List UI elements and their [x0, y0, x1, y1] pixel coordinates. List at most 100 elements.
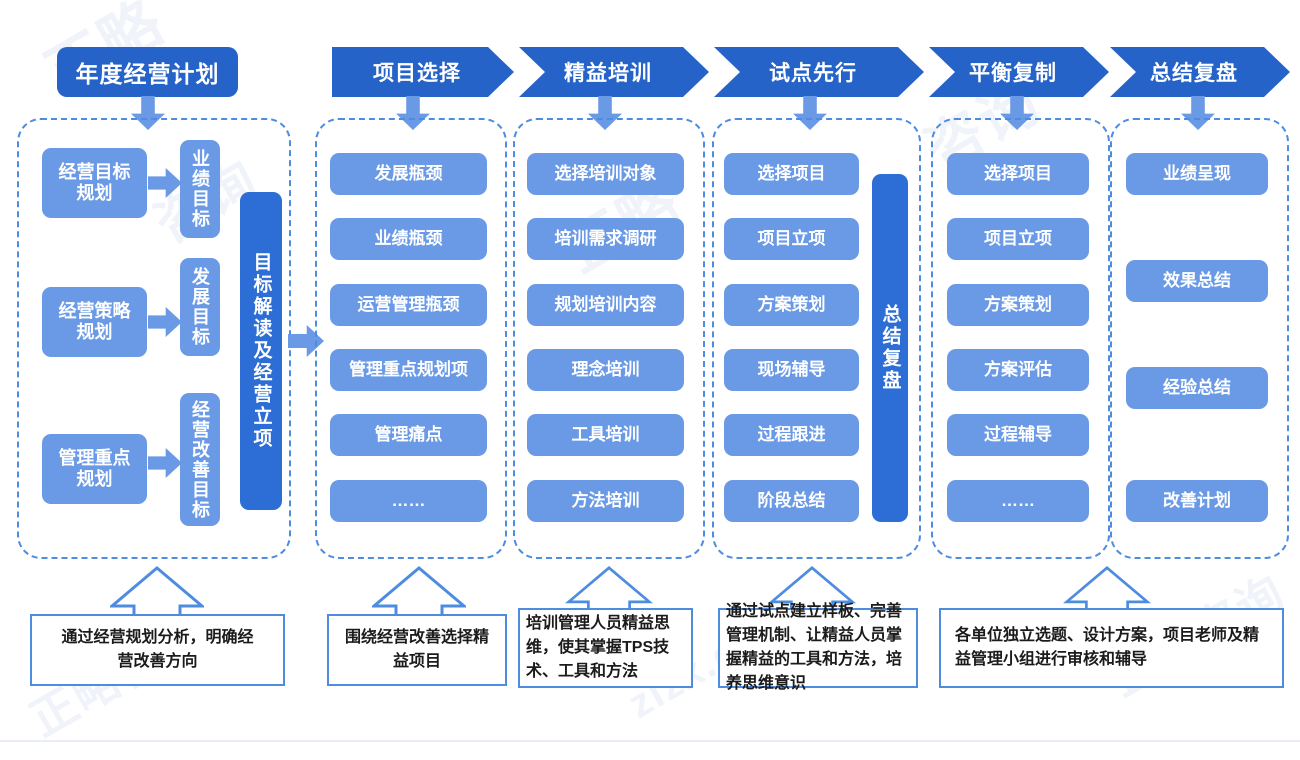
- pill-5-4[interactable]: 方案评估: [947, 349, 1089, 391]
- page-title-label: 年度经营计划: [75, 61, 220, 87]
- down-arrow-icon-1: [131, 96, 165, 130]
- pill-label: 方案策划: [984, 295, 1052, 315]
- arrow-right-icon-1-2: [148, 307, 182, 337]
- pill-6-3[interactable]: 经验总结: [1126, 367, 1268, 409]
- pill-3-5[interactable]: 工具培训: [527, 414, 684, 456]
- pill-label: 阶段总结: [757, 491, 826, 511]
- stage-chevron-4[interactable]: 平衡复制: [929, 47, 1109, 97]
- column-project-selection: [315, 118, 507, 559]
- pill-3-3[interactable]: 规划培训内容: [527, 284, 684, 326]
- side-bar-goal-interpretation[interactable]: 目标解读及经营立项: [240, 192, 282, 510]
- pill-label: 培训需求调研: [554, 229, 657, 249]
- pill-6-4[interactable]: 改善计划: [1126, 480, 1268, 522]
- side-bar-label: 目标解读及经营立项: [250, 252, 272, 450]
- column-lean-training: [513, 118, 705, 559]
- pill-label: 过程跟进: [757, 425, 826, 445]
- stage-label-2: 精益培训: [564, 62, 652, 85]
- arrow-right-icon-col1-col2: [288, 325, 324, 357]
- column-balanced-replication: [931, 118, 1110, 559]
- bottom-divider: [0, 740, 1300, 742]
- pill-5-1[interactable]: 选择项目: [947, 153, 1089, 195]
- pill-2-4[interactable]: 管理重点规划项: [330, 349, 487, 391]
- stage-label-3: 试点先行: [769, 62, 857, 85]
- pill-2-5[interactable]: 管理痛点: [330, 414, 487, 456]
- pill-3-1[interactable]: 选择培训对象: [527, 153, 684, 195]
- caption-pilot-first: 通过试点建立样板、完善管理机制、让精益人员掌握精益的工具和方法，培养思维意识: [718, 603, 918, 692]
- pill-4-3[interactable]: 方案策划: [724, 284, 859, 326]
- pill-2-2[interactable]: 业绩瓶颈: [330, 218, 487, 260]
- stage-label-4: 平衡复制: [969, 62, 1057, 85]
- pill-label: 运营管理瓶颈: [357, 295, 460, 315]
- page-title: 年度经营计划: [57, 47, 238, 97]
- pill-label: 方案评估: [984, 360, 1052, 380]
- pill-label: 业绩瓶颈: [374, 229, 443, 249]
- pill-4-4[interactable]: 现场辅导: [724, 349, 859, 391]
- pill-label: 经营策略规划: [58, 301, 131, 342]
- pill-label: 选择项目: [984, 164, 1052, 184]
- pill-label: 发展目标: [190, 267, 210, 347]
- down-arrow-icon-4: [793, 96, 827, 130]
- caption-text: 通过试点建立样板、完善管理机制、让精益人员掌握精益的工具和方法，培养思维意识: [726, 603, 903, 692]
- stage-chevron-5[interactable]: 总结复盘: [1110, 47, 1290, 97]
- pill-6-2[interactable]: 效果总结: [1126, 260, 1268, 302]
- stage-chevron-2[interactable]: 精益培训: [519, 47, 709, 97]
- pill-label: 经营改善目标: [190, 399, 210, 520]
- pill-5-6[interactable]: ……: [947, 480, 1089, 522]
- pill-4-6[interactable]: 阶段总结: [724, 480, 859, 522]
- pill-source-1-1[interactable]: 经营目标规划: [42, 148, 147, 218]
- pill-4-2[interactable]: 项目立项: [724, 218, 859, 260]
- side-bar-summary-review[interactable]: 总结复盘: [872, 174, 908, 522]
- pill-label: 改善计划: [1163, 491, 1231, 511]
- down-arrow-icon-2: [396, 96, 430, 130]
- pill-label: 效果总结: [1163, 271, 1231, 291]
- stage-label-5: 总结复盘: [1150, 62, 1238, 85]
- caption-replication-summary: 各单位独立选题、设计方案，项目老师及精益管理小组进行审核和辅导: [939, 608, 1284, 688]
- pill-2-6[interactable]: ……: [330, 480, 487, 522]
- caption-text: 各单位独立选题、设计方案，项目老师及精益管理小组进行审核和辅导: [955, 627, 1260, 668]
- caption-annual-plan: 通过经营规划分析，明确经营改善方向: [30, 614, 285, 686]
- pill-source-1-2[interactable]: 经营策略规划: [42, 287, 147, 357]
- pill-label: 管理痛点: [374, 425, 443, 445]
- pill-label: 管理重点规划项: [349, 360, 468, 380]
- pill-label: 业绩目标: [190, 149, 210, 229]
- down-arrow-icon-6: [1181, 96, 1215, 130]
- pill-label: 选择培训对象: [554, 164, 657, 184]
- pill-3-2[interactable]: 培训需求调研: [527, 218, 684, 260]
- pill-5-2[interactable]: 项目立项: [947, 218, 1089, 260]
- pill-4-1[interactable]: 选择项目: [724, 153, 859, 195]
- column-pilot-first: [712, 118, 921, 559]
- stage-chevron-1[interactable]: 项目选择: [332, 47, 514, 97]
- pill-target-1-2[interactable]: 发展目标: [180, 258, 220, 356]
- pill-5-3[interactable]: 方案策划: [947, 284, 1089, 326]
- caption-text: 围绕经营改善选择精益项目: [344, 629, 489, 670]
- pill-label: 方案策划: [757, 295, 826, 315]
- caption-lean-training: 培训管理人员精益思维，使其掌握TPS技术、工具和方法: [518, 608, 693, 688]
- caption-project-selection: 围绕经营改善选择精益项目: [327, 614, 507, 686]
- pill-target-1-3[interactable]: 经营改善目标: [180, 393, 220, 526]
- pill-4-5[interactable]: 过程跟进: [724, 414, 859, 456]
- down-arrow-icon-5: [1000, 96, 1034, 130]
- pill-label: 经营目标规划: [58, 162, 131, 203]
- pill-label: 管理重点规划: [58, 448, 131, 489]
- stage-chevron-3[interactable]: 试点先行: [714, 47, 924, 97]
- pill-3-4[interactable]: 理念培训: [527, 349, 684, 391]
- pill-target-1-1[interactable]: 业绩目标: [180, 140, 220, 238]
- pill-label: 方法培训: [571, 491, 640, 511]
- pill-label: ……: [391, 491, 426, 511]
- arrow-right-icon-1-3: [148, 448, 182, 478]
- pill-2-1[interactable]: 发展瓶颈: [330, 153, 487, 195]
- pill-source-1-3[interactable]: 管理重点规划: [42, 434, 147, 504]
- column-summary-review: [1110, 118, 1289, 559]
- arrow-right-icon-1-1: [148, 168, 182, 198]
- pill-5-5[interactable]: 过程辅导: [947, 414, 1089, 456]
- down-arrow-icon-3: [588, 96, 622, 130]
- caption-text: 通过经营规划分析，明确经营改善方向: [61, 629, 254, 670]
- pill-2-3[interactable]: 运营管理瓶颈: [330, 284, 487, 326]
- pill-label: ……: [1001, 491, 1035, 511]
- caption-text: 培训管理人员精益思维，使其掌握TPS技术、工具和方法: [526, 615, 671, 680]
- pill-label: 发展瓶颈: [374, 164, 443, 184]
- pill-3-6[interactable]: 方法培训: [527, 480, 684, 522]
- pill-6-1[interactable]: 业绩呈现: [1126, 153, 1268, 195]
- pill-label: 项目立项: [984, 229, 1052, 249]
